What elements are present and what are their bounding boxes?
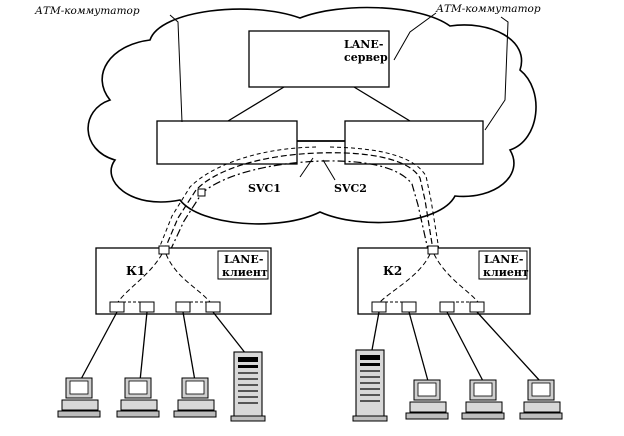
svc1-pointer [299, 157, 314, 178]
k1-port-2 [139, 301, 155, 313]
k1-port-4 [205, 301, 221, 313]
k1-cable-4 [212, 311, 247, 355]
k2-port-2 [401, 301, 417, 313]
k2-lane-client-label-line1: LANE- [484, 253, 523, 266]
workstation-icon [519, 379, 563, 420]
k2-cable-4 [476, 311, 541, 382]
atm-switch-label-right: АТМ-коммутатор [435, 3, 541, 15]
link-server-switch-left [227, 86, 285, 122]
k2-cable-2 [408, 311, 429, 382]
workstation-icon [461, 379, 505, 420]
lane-server-label-line1: LANE- [344, 38, 383, 51]
k2-lane-client-box [478, 250, 528, 280]
k1-port-1 [109, 301, 125, 313]
k2-cable-1 [371, 311, 380, 351]
link-server-switch-right [353, 86, 411, 122]
pointer-left [169, 14, 183, 123]
k2-cable-3 [446, 311, 484, 382]
svc1-label: SVC1 [248, 182, 281, 195]
workstation-icon [405, 379, 449, 420]
svc-trunk-right [329, 146, 440, 251]
lane-server-box [248, 30, 390, 88]
svc2-pointer [322, 159, 336, 181]
atm-cloud [87, 6, 537, 225]
k1-lane-client-box [217, 250, 269, 280]
k1-label: К1 [126, 264, 145, 278]
k1-cable-2 [139, 311, 148, 382]
svc2-path [169, 160, 429, 252]
pointer-right [484, 16, 509, 131]
k1-port-3 [175, 301, 191, 313]
k2-label: К2 [383, 264, 402, 278]
k2-uplink-port [427, 245, 439, 255]
atm-switch-right [344, 120, 484, 165]
k2-port-4 [469, 301, 485, 313]
pointer-server [393, 12, 437, 61]
workstation-icon [57, 377, 101, 418]
k1-dashed-right [165, 253, 211, 303]
k2-port-3 [439, 301, 455, 313]
workstation-icon [116, 377, 160, 418]
svc-trunk-left [157, 146, 317, 252]
svc1-path [163, 152, 434, 252]
k2-dashed-right [433, 253, 479, 303]
k2-port-1 [371, 301, 387, 313]
k1-lane-client-label-line2: клиент [222, 266, 268, 279]
lane-server-label-line2: сервер [344, 51, 388, 64]
svc2-label: SVC2 [334, 182, 367, 195]
k1-uplink-port [158, 245, 170, 255]
k1-cable-1 [79, 311, 118, 382]
server-tower-icon [352, 349, 388, 422]
workstation-icon [173, 377, 217, 418]
switch-left-port [197, 188, 206, 197]
k1-cable-3 [182, 311, 196, 382]
atm-switch-label-left: АТМ-коммутатор [34, 5, 140, 17]
k1-lane-client-label-line1: LANE- [224, 253, 263, 266]
k2-lane-client-label-line2: клиент [483, 266, 529, 279]
k2-dashed-left [379, 253, 431, 303]
server-tower-icon [230, 351, 266, 422]
k1-dashed-left [117, 253, 163, 303]
